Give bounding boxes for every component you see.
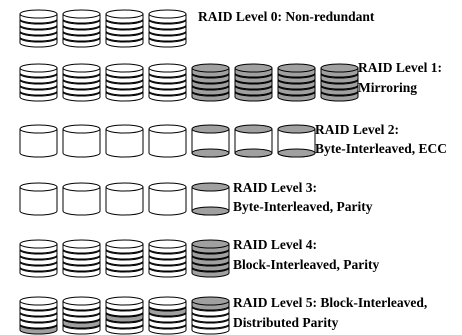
disk-icon <box>62 63 101 102</box>
raid-row: RAID Level 5: Block-Interleaved, Distribu… <box>19 295 427 335</box>
raid-level-label: Block-Interleaved, Parity <box>233 257 379 272</box>
disk-icon <box>277 63 316 102</box>
disk-cylinder-body <box>19 128 58 158</box>
raid-level-label: RAID Level 2: <box>315 122 399 137</box>
raid-level-label: RAID Level 4: <box>233 237 317 252</box>
raid-level-label: Byte-Interleaved, Parity <box>233 199 373 214</box>
disk-cylinder-top <box>19 124 58 134</box>
disk-plate-top <box>19 9 58 19</box>
disk-plate-top <box>320 63 359 73</box>
raid-level-label: RAID Level 5: Block-Interleaved, <box>233 295 427 310</box>
disk-cylinder-top <box>62 124 101 134</box>
disk-plate-top <box>105 9 144 19</box>
disk-cylinder-top <box>191 124 230 134</box>
disk-icon <box>105 182 144 216</box>
disk-plate-top <box>19 239 58 249</box>
disk-icon <box>19 296 58 335</box>
disk-plate-top <box>191 296 230 306</box>
raid-level-label: RAID Level 3: <box>233 180 317 195</box>
disk-plate-top <box>62 9 101 19</box>
disk-icon <box>234 124 273 158</box>
disk-plate-top <box>105 296 144 306</box>
disk-plate-top <box>148 63 187 73</box>
disk-cylinder-body <box>148 186 187 216</box>
disk-icon <box>105 63 144 102</box>
disk-icon <box>148 9 187 48</box>
disk-icon <box>191 239 230 278</box>
disk-icon <box>19 182 58 216</box>
disk-plate-top <box>19 296 58 306</box>
raid-level-label: Mirroring <box>358 80 417 95</box>
disk-icon <box>62 9 101 48</box>
disk-icon <box>62 239 101 278</box>
disk-icon <box>105 239 144 278</box>
disk-plate-top <box>62 63 101 73</box>
disk-icon <box>320 63 359 102</box>
disk-plate-top <box>105 63 144 73</box>
disk-cylinder-bottom <box>234 148 273 158</box>
disk-cylinder-body <box>105 128 144 158</box>
disk-cylinder-top <box>19 182 58 192</box>
raid-row: RAID Level 0: Non-redundant <box>19 9 375 48</box>
disk-plate-top <box>148 239 187 249</box>
disk-plate-top <box>19 63 58 73</box>
raid-level-label: Byte-Interleaved, ECC <box>315 141 447 156</box>
disk-icon <box>19 239 58 278</box>
disk-plate-top <box>277 63 316 73</box>
disk-cylinder-body <box>148 128 187 158</box>
disk-icon <box>148 239 187 278</box>
disk-cylinder-body <box>62 186 101 216</box>
disk-plate-top <box>234 63 273 73</box>
disk-icon <box>191 124 230 158</box>
disk-cylinder-top <box>234 124 273 134</box>
raid-row: RAID Level 1: Mirroring <box>19 60 442 102</box>
disk-icon <box>105 124 144 158</box>
disk-cylinder-top <box>277 124 316 134</box>
disk-cylinder-body <box>105 186 144 216</box>
raid-row: RAID Level 2: Byte-Interleaved, ECC <box>19 122 447 158</box>
disk-cylinder-top <box>148 124 187 134</box>
disk-cylinder-bottom <box>277 148 316 158</box>
disk-icon <box>191 63 230 102</box>
disk-icon <box>19 63 58 102</box>
disk-icon <box>191 182 230 216</box>
disk-icon <box>277 124 316 158</box>
disk-cylinder-bottom <box>191 206 230 216</box>
disk-icon <box>148 124 187 158</box>
disk-plate-top <box>191 239 230 249</box>
disk-plate-top <box>148 9 187 19</box>
disk-icon <box>62 296 101 335</box>
raid-level-label: RAID Level 0: Non-redundant <box>198 9 375 24</box>
disk-plate-top <box>62 239 101 249</box>
disk-cylinder-top <box>105 124 144 134</box>
disk-plate-top <box>62 296 101 306</box>
disk-icon <box>148 63 187 102</box>
disk-icon <box>148 182 187 216</box>
disk-icon <box>19 124 58 158</box>
disk-cylinder-bottom <box>191 148 230 158</box>
disk-icon <box>148 296 187 335</box>
disk-plate-top <box>191 63 230 73</box>
raid-level-label: RAID Level 1: <box>358 60 442 75</box>
disk-cylinder-top <box>105 182 144 192</box>
raid-row: RAID Level 4: Block-Interleaved, Parity <box>19 237 379 278</box>
raid-level-label: Distributed Parity <box>233 315 339 330</box>
disk-cylinder-body <box>19 186 58 216</box>
disk-plate-top <box>105 239 144 249</box>
disk-cylinder-body <box>62 128 101 158</box>
disk-icon <box>105 296 144 335</box>
disk-icon <box>105 9 144 48</box>
disk-icon <box>191 296 230 335</box>
raid-row: RAID Level 3: Byte-Interleaved, Parity <box>19 180 373 216</box>
disk-icon <box>62 124 101 158</box>
disk-cylinder-top <box>191 182 230 192</box>
disk-cylinder-top <box>148 182 187 192</box>
disk-cylinder-top <box>62 182 101 192</box>
disk-icon <box>62 182 101 216</box>
disk-plate-top <box>148 296 187 306</box>
disk-icon <box>19 9 58 48</box>
disk-icon <box>234 63 273 102</box>
